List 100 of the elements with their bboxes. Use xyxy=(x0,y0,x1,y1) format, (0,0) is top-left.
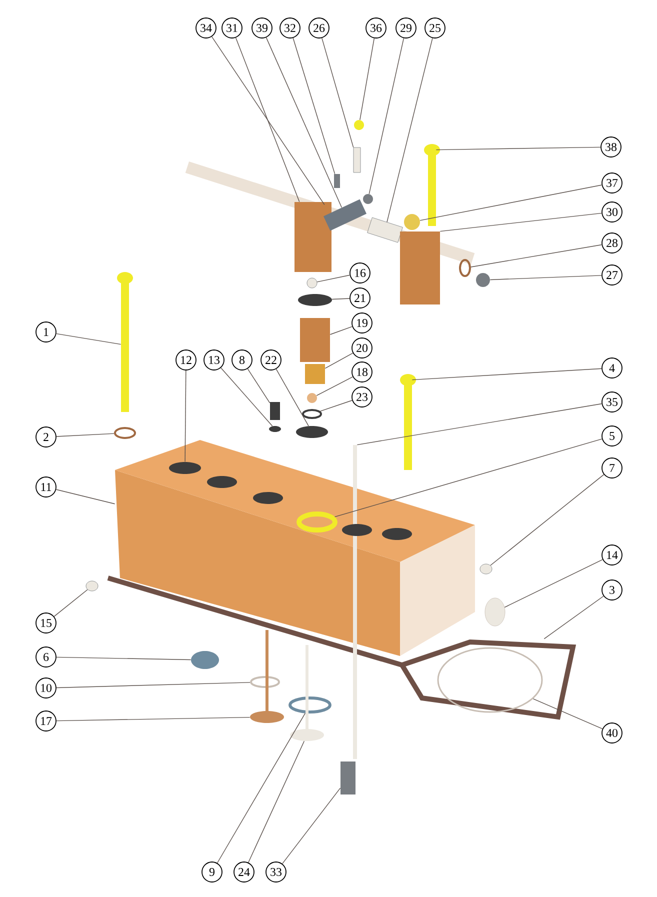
washer xyxy=(114,427,136,439)
leader-line xyxy=(330,326,353,335)
callout-number: 18 xyxy=(352,362,372,382)
callout-number: 26 xyxy=(308,18,330,38)
callout-number: 14 xyxy=(602,544,622,566)
callout-number: 16 xyxy=(350,262,370,284)
cap xyxy=(354,120,364,130)
callout-number: 24 xyxy=(234,862,254,882)
bolt xyxy=(400,374,416,470)
ring xyxy=(288,696,332,714)
leader-line xyxy=(470,244,602,268)
pushrod xyxy=(353,445,357,759)
valve-cap xyxy=(342,524,372,536)
leader-line xyxy=(368,38,404,194)
callout-number: 15 xyxy=(36,612,56,634)
ring xyxy=(296,512,338,532)
leader-line xyxy=(54,589,88,617)
plug xyxy=(476,273,490,287)
washer xyxy=(459,259,471,277)
leader-line xyxy=(292,38,336,174)
leader-line xyxy=(436,146,601,150)
bracket xyxy=(294,202,332,272)
callout-number: 36 xyxy=(366,18,386,38)
valve-cap xyxy=(169,462,201,474)
leader-line xyxy=(440,212,602,232)
valve-cap xyxy=(382,528,412,540)
valve xyxy=(290,645,324,741)
leader-line xyxy=(504,559,603,608)
callout-number: 35 xyxy=(602,392,622,412)
leader-line xyxy=(332,298,350,300)
leader-line xyxy=(56,716,250,722)
callout-number: 27 xyxy=(602,264,622,286)
callout-number: 7 xyxy=(602,458,622,478)
leader-line xyxy=(276,368,309,426)
leader-line xyxy=(282,788,341,864)
callout-number: 1 xyxy=(36,322,56,342)
leader-line xyxy=(211,36,325,206)
leader-line xyxy=(216,712,306,864)
callout-number: 40 xyxy=(602,722,622,744)
plug xyxy=(480,564,492,574)
callout-number: 17 xyxy=(36,710,56,732)
leader-line xyxy=(266,37,342,208)
callout-number: 21 xyxy=(350,288,370,308)
leader-line xyxy=(386,38,433,222)
callout-number: 6 xyxy=(36,646,56,668)
callout-number: 4 xyxy=(602,358,622,378)
bolt xyxy=(117,272,133,412)
ring xyxy=(302,409,322,419)
callout-number: 31 xyxy=(222,18,242,38)
leader-line xyxy=(360,38,375,120)
callout-number: 9 xyxy=(202,862,222,882)
callout-number: 28 xyxy=(602,232,622,254)
leader-line xyxy=(324,352,354,369)
leader-line xyxy=(356,403,602,446)
callout-number: 29 xyxy=(396,18,416,38)
plug xyxy=(86,580,98,592)
sleeve xyxy=(340,762,356,794)
callout-number: 32 xyxy=(280,18,300,38)
washer xyxy=(298,294,332,306)
adjusting-screw xyxy=(363,194,373,204)
cup xyxy=(307,393,317,403)
valve xyxy=(250,630,284,723)
leader-line xyxy=(316,376,354,396)
callout-number: 10 xyxy=(36,678,56,698)
leader-line xyxy=(334,438,602,518)
washer xyxy=(296,426,328,438)
leader-line xyxy=(532,698,603,730)
callout-number: 34 xyxy=(196,18,216,38)
leader-line xyxy=(247,368,270,404)
callout-number: 23 xyxy=(352,386,372,408)
cap xyxy=(484,598,506,626)
screw xyxy=(334,174,340,188)
callout-number: 33 xyxy=(266,862,286,882)
callout-number: 12 xyxy=(176,350,196,370)
cylinder-head xyxy=(115,440,475,656)
leader-line xyxy=(56,656,192,660)
callout-number: 39 xyxy=(252,18,272,38)
valve-cap xyxy=(253,492,283,504)
bolt xyxy=(270,402,280,420)
callout-number: 2 xyxy=(36,426,56,448)
callout-number: 19 xyxy=(352,312,372,334)
callout-number: 5 xyxy=(602,426,622,446)
valve-cap xyxy=(207,476,237,488)
callout-number: 37 xyxy=(602,172,622,194)
callout-number: 38 xyxy=(600,136,622,158)
spring-seat xyxy=(305,364,325,384)
ring xyxy=(437,647,543,713)
callout-number: 13 xyxy=(204,350,224,370)
leader-line xyxy=(412,368,602,380)
callout-number: 20 xyxy=(352,338,372,358)
leader-line xyxy=(56,489,116,504)
leader-line xyxy=(235,37,300,202)
callout-number: 25 xyxy=(424,18,446,38)
leader-line xyxy=(544,596,604,640)
leader-line xyxy=(56,333,122,345)
callout-number: 8 xyxy=(232,350,252,370)
cylinder xyxy=(191,651,219,669)
leader-line xyxy=(316,274,350,282)
pin xyxy=(353,147,361,173)
leader-line xyxy=(490,275,602,280)
